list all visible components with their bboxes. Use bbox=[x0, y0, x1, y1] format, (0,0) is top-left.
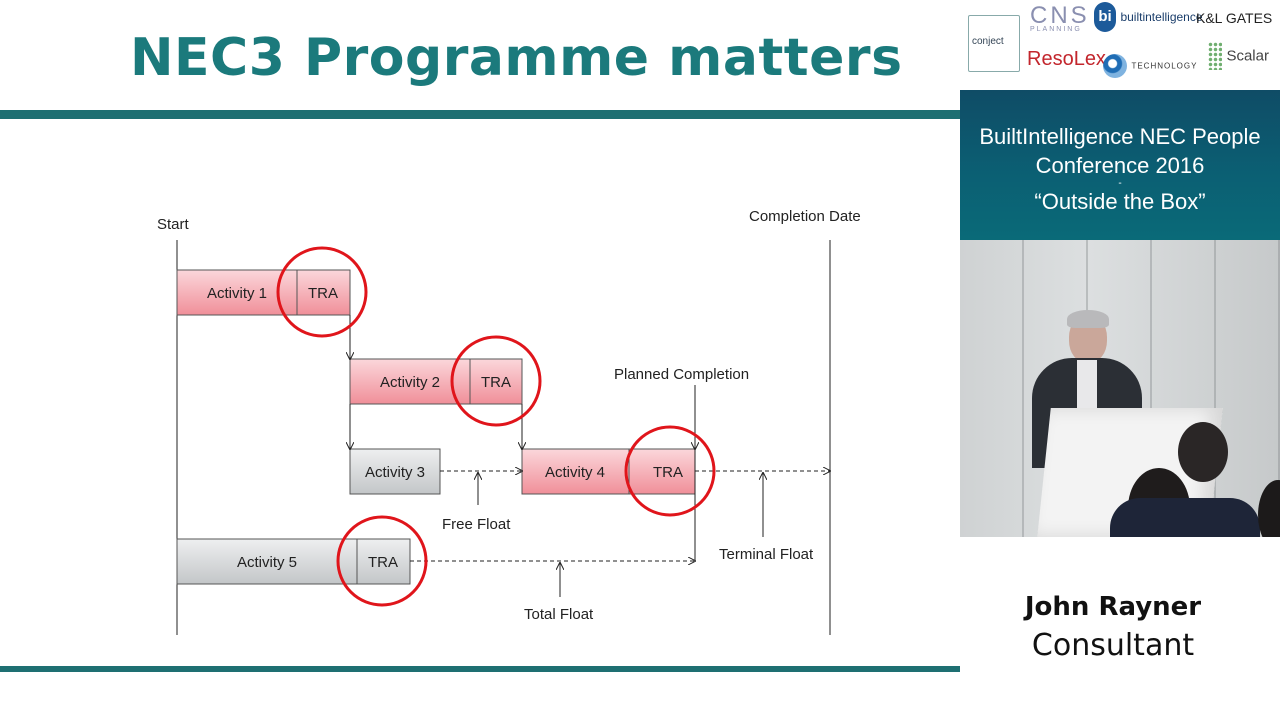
presenter-name: John Rayner bbox=[1024, 592, 1202, 622]
technology-logo: TECHNOLOGY bbox=[1103, 54, 1197, 78]
slide-title: NEC3 Programme matters bbox=[130, 28, 903, 88]
tra-highlight-ring-2 bbox=[450, 335, 542, 427]
klgates-logo: K&L GATES bbox=[1196, 10, 1273, 26]
sponsor-logos: conject CNS PLANNING bi builtintelligenc… bbox=[960, 0, 1280, 90]
tra-highlight-ring-1 bbox=[276, 246, 368, 338]
speaker-hair bbox=[1067, 310, 1109, 328]
activity-2-bar bbox=[349, 358, 471, 405]
activity-4-tra-bar bbox=[628, 448, 696, 495]
speaker-shirt bbox=[1077, 360, 1097, 410]
activity-4-bar bbox=[521, 448, 630, 495]
conference-title: BuiltIntelligence NEC People Conference … bbox=[979, 124, 1261, 178]
activity-2-label: Activity 2 bbox=[380, 374, 440, 391]
start-label: Start bbox=[157, 216, 190, 233]
audience-body bbox=[1110, 498, 1260, 537]
activity-4-label: Activity 4 bbox=[545, 464, 605, 481]
conference-banner: BuiltIntelligence NEC People Conference … bbox=[960, 90, 1280, 240]
free-float-label: Free Float bbox=[442, 516, 511, 533]
activity-3-label: Activity 3 bbox=[365, 464, 425, 481]
conject-logo: conject bbox=[968, 15, 1020, 72]
bi-logo: bi builtintelligence bbox=[1094, 2, 1203, 32]
planned-completion-label: Planned Completion bbox=[614, 366, 749, 383]
terminal-float-label: Terminal Float bbox=[719, 546, 814, 563]
activity-1-tra-bar bbox=[296, 269, 351, 316]
conference-subtitle: “Outside the Box” bbox=[1034, 189, 1206, 214]
tra-highlight-ring-4 bbox=[624, 425, 716, 517]
activity-1-label: Activity 1 bbox=[207, 285, 267, 302]
conject-logo-text: conject bbox=[972, 36, 1004, 47]
activity-5-tra-label: TRA bbox=[368, 554, 398, 571]
activity-4-tra-label: TRA bbox=[653, 464, 683, 481]
title-divider bbox=[0, 110, 960, 119]
conference-dash: - bbox=[1118, 178, 1122, 189]
total-float-label: Total Float bbox=[524, 606, 594, 623]
technology-swirl-icon bbox=[1103, 54, 1127, 78]
completion-date-label: Completion Date bbox=[749, 208, 861, 225]
bi-mark-icon: bi bbox=[1094, 2, 1116, 32]
resolex-logo: ResoLex bbox=[1027, 48, 1106, 70]
audience-head-3 bbox=[1258, 480, 1280, 537]
tra-highlight-ring-5 bbox=[336, 515, 428, 607]
activity-5-bar bbox=[176, 538, 358, 585]
programme-float-diagram: Start Completion Date Activity 1 TRA Act… bbox=[157, 208, 861, 635]
activity-2-tra-label: TRA bbox=[481, 374, 511, 391]
presenter-role: Consultant bbox=[1031, 628, 1195, 663]
activity-5-tra-bar bbox=[356, 538, 411, 585]
activity-2-tra-bar bbox=[469, 358, 523, 405]
speaker-video-feed bbox=[960, 240, 1280, 537]
audience-head-2 bbox=[1178, 422, 1228, 482]
footer-divider bbox=[0, 666, 960, 672]
scalar-logo: Scalar bbox=[1208, 42, 1269, 70]
cns-logo: CNS PLANNING bbox=[1030, 2, 1090, 33]
scalar-dots-icon bbox=[1208, 42, 1222, 70]
activity-1-tra-label: TRA bbox=[308, 285, 338, 302]
activity-5-label: Activity 5 bbox=[237, 554, 297, 571]
